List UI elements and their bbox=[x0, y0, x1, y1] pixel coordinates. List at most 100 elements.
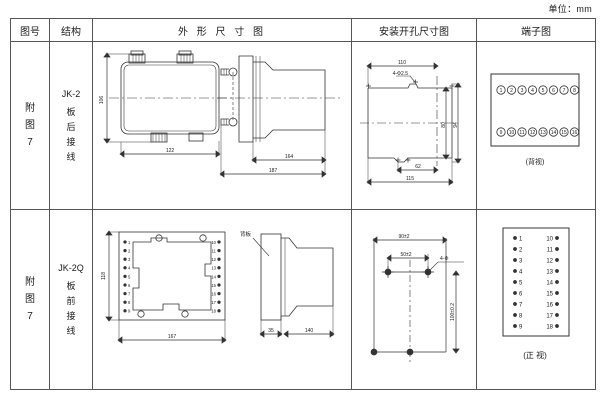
panel-terminal-right-number: 16 bbox=[211, 292, 216, 297]
panel-height-dim-label: 118 bbox=[101, 272, 107, 280]
terminal-bottom-number: 9 bbox=[500, 130, 503, 136]
side-body-dim-label: 164 bbox=[285, 154, 294, 160]
side-panel-label: 背板 bbox=[240, 230, 252, 238]
panel-terminal-left-number: 3 bbox=[128, 257, 131, 262]
terminal-left-dot bbox=[513, 236, 517, 240]
panel-terminal-left-number: 8 bbox=[128, 300, 131, 305]
table-body: 附 图 7 JK-2 板 后 接 线 bbox=[10, 41, 596, 390]
row1-mounting-drawing: 110 4-Φ2.5 80 bbox=[352, 42, 476, 209]
row1-fig-no: 附 图 7 bbox=[25, 103, 35, 148]
terminal-right-dot bbox=[555, 258, 559, 262]
panel-terminal-left-number: 2 bbox=[128, 249, 131, 254]
terminal-top-circle bbox=[559, 85, 569, 95]
terminal-right-number: 14 bbox=[546, 280, 553, 286]
terminal-left-number: 1 bbox=[519, 236, 523, 242]
panel-terminal-left-dot bbox=[123, 266, 127, 270]
panel-terminal-right-dot bbox=[217, 274, 221, 279]
mount2-vert-dim-label: 100±0.2 bbox=[450, 303, 456, 321]
terminal-bottom-number: 13 bbox=[540, 130, 546, 136]
terminal-left-number: 5 bbox=[519, 280, 523, 286]
terminal-top-circle bbox=[538, 85, 548, 95]
panel-terminal-left-dot bbox=[123, 248, 127, 253]
panel-terminal-left-dot bbox=[123, 240, 127, 244]
terminal-top-number: 3 bbox=[521, 88, 524, 94]
panel-terminal-left-number: 4 bbox=[128, 266, 131, 271]
panel-terminal-left-dot bbox=[123, 283, 127, 287]
panel-width-dim-label: 167 bbox=[168, 334, 177, 340]
terminal-bottom-circle bbox=[548, 127, 559, 137]
terminal-bottom-number: 15 bbox=[561, 130, 567, 136]
side-panel-outline bbox=[260, 233, 282, 321]
row2-fig-no-cell: 附 图 7 bbox=[10, 209, 50, 390]
terminal-view-label: (背视) bbox=[526, 157, 545, 166]
panel-terminal-left-number: 9 bbox=[128, 309, 131, 314]
panel-terminal-left-number: 5 bbox=[128, 274, 131, 279]
header-structure: 结构 bbox=[49, 18, 93, 42]
panel-terminal-left-dot bbox=[123, 274, 127, 279]
panel-terminal-right-number: 13 bbox=[211, 266, 216, 271]
terminal-top-number: 4 bbox=[531, 88, 534, 94]
terminal-right-number: 11 bbox=[547, 247, 554, 253]
mount-top-dim-label: 110 bbox=[398, 60, 406, 66]
mount-outer-vert-dim-label: 94 bbox=[453, 122, 459, 128]
terminal-bottom-number: 10 bbox=[509, 130, 515, 136]
terminal-bottom-circle bbox=[517, 127, 527, 137]
terminal-right-number: 12 bbox=[546, 258, 553, 264]
header-outline: 外 形 尺 寸 图 bbox=[92, 18, 352, 42]
terminal-top-circle bbox=[527, 85, 538, 95]
terminal-left-dot bbox=[513, 269, 517, 273]
mount-inner-vert-dim-label: 80 bbox=[441, 122, 447, 128]
header-terminal: 端子图 bbox=[476, 18, 596, 42]
row2-model-label: JK-2Q bbox=[58, 262, 84, 273]
row1-structure: JK-2 板 后 接 线 bbox=[50, 87, 92, 165]
row1-fig-no-cell: 附 图 7 bbox=[10, 41, 50, 210]
terminal-bottom-number: 14 bbox=[551, 130, 557, 136]
panel-terminal-right-number: 15 bbox=[211, 283, 216, 288]
side-body-dim-label-2: 140 bbox=[305, 328, 314, 334]
row2-structure: JK-2Q 板 前 接 线 bbox=[50, 261, 92, 339]
terminal-right-number: 16 bbox=[546, 302, 553, 308]
terminal-top-number: 6 bbox=[552, 88, 555, 94]
row1-outline-drawing: 106 122 bbox=[93, 42, 351, 209]
row2-structure-cell: JK-2Q 板 前 接 线 bbox=[49, 209, 93, 390]
panel-terminal-left-dot bbox=[123, 291, 127, 296]
terminal-top-number: 8 bbox=[573, 88, 576, 94]
panel-terminal-right-number: 10 bbox=[211, 240, 216, 245]
terminal-right-dot bbox=[555, 247, 559, 251]
terminal-left-dot bbox=[513, 291, 517, 295]
terminal-right-dot bbox=[555, 269, 559, 273]
terminal-bottom-number: 11 bbox=[519, 130, 524, 136]
terminal-bottom-circle bbox=[496, 127, 506, 137]
terminal-right-number: 10 bbox=[546, 236, 553, 242]
panel-terminal-right-dot bbox=[217, 257, 221, 261]
terminal-top-circle bbox=[548, 85, 559, 95]
panel-terminal-left-dot bbox=[123, 300, 127, 304]
terminal-right-number: 13 bbox=[546, 269, 553, 275]
panel-terminal-right-number: 17 bbox=[211, 300, 216, 305]
terminal-top-number: 5 bbox=[542, 88, 545, 94]
row2-mounting-drawing: 90±2 50±2 4-Φ bbox=[352, 210, 476, 389]
terminal-bottom-number: 16 bbox=[572, 130, 578, 136]
terminal-left-number: 6 bbox=[519, 291, 523, 297]
side-total-dim-label: 187 bbox=[269, 168, 278, 174]
panel-terminal-left-dot bbox=[123, 257, 127, 261]
terminal-left-dot bbox=[513, 302, 517, 306]
panel-terminal-right-dot bbox=[217, 240, 221, 244]
terminal-left-dot bbox=[513, 247, 517, 251]
table-row: 附 图 7 JK-2Q 板 前 接 线 bbox=[10, 209, 596, 390]
terminal-bottom-circle bbox=[527, 127, 538, 137]
row1-model-label: JK-2 bbox=[61, 88, 81, 99]
terminal-bottom-circle bbox=[559, 127, 569, 137]
terminal-top-circle bbox=[506, 85, 517, 95]
terminal-left-dot bbox=[513, 313, 517, 317]
mount-outer-bottom-dim-label: 115 bbox=[406, 176, 414, 182]
terminal-bottom-circle bbox=[538, 127, 548, 137]
panel-terminal-left-number: 6 bbox=[128, 283, 131, 288]
mount-hole-note: 4-Φ2.5 bbox=[393, 71, 409, 77]
terminal-top-circle bbox=[496, 85, 506, 95]
header-mounting: 安装开孔尺寸图 bbox=[351, 18, 477, 42]
panel-terminal-right-number: 12 bbox=[211, 257, 216, 262]
terminal-right-dot bbox=[555, 291, 559, 295]
